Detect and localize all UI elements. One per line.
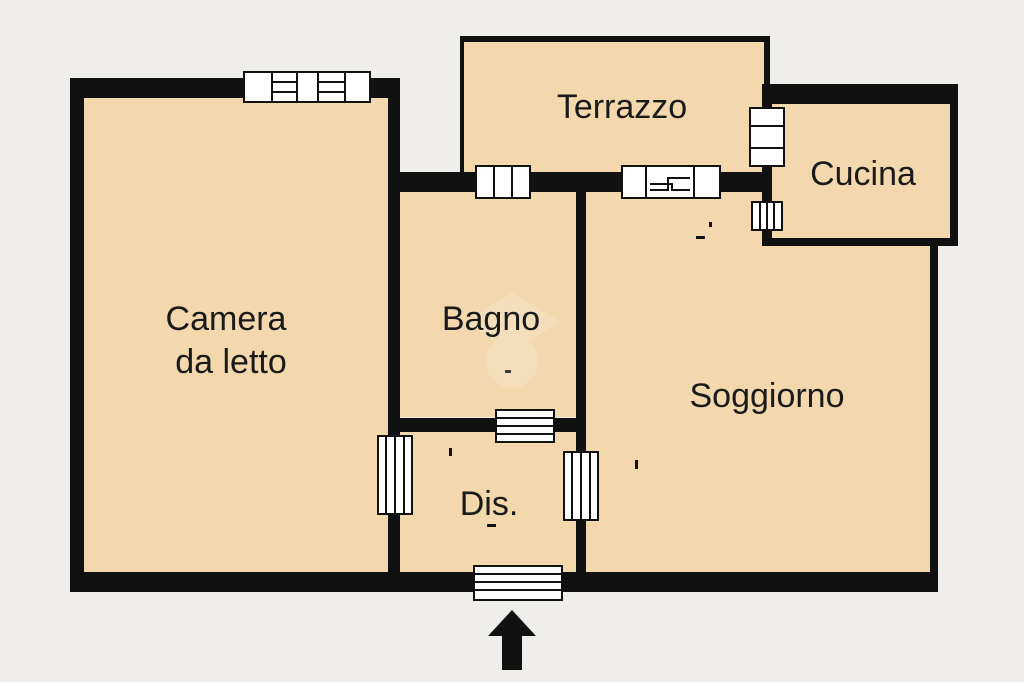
window-terrazzo-cucina xyxy=(749,107,785,167)
label-camera-line2: da letto xyxy=(175,343,287,381)
label-camera-line1: Camera xyxy=(166,300,287,338)
room-cucina xyxy=(772,104,950,238)
label-terrazzo: Terrazzo xyxy=(557,88,687,126)
door-entrance xyxy=(473,565,563,601)
wall-right xyxy=(930,238,938,592)
mark xyxy=(696,236,705,239)
wall-outer-left xyxy=(70,78,84,592)
mark xyxy=(449,448,452,456)
wall-terrazzo-top xyxy=(460,36,770,42)
door-bagno-terrazzo xyxy=(475,165,531,199)
room-camera-da-letto xyxy=(82,97,390,572)
arrow-up-icon xyxy=(488,610,536,670)
watermark-logo-icon xyxy=(464,292,560,388)
label-soggiorno: Soggiorno xyxy=(689,377,844,415)
mark xyxy=(709,222,712,227)
wall-cucina-left xyxy=(762,92,772,246)
wall-cucina-bottom xyxy=(762,238,958,246)
room-bagno xyxy=(400,192,576,417)
wall-terrazzo-right xyxy=(764,36,770,96)
label-cucina: Cucina xyxy=(810,155,916,193)
room-terrazzo xyxy=(464,42,764,172)
mark xyxy=(487,524,496,527)
wall-cucina-right xyxy=(950,84,958,246)
mark xyxy=(635,460,638,469)
door-camera-dis xyxy=(377,435,413,515)
window-camera-top xyxy=(243,71,371,103)
mark xyxy=(505,370,511,373)
small-marks xyxy=(449,222,712,527)
label-bagno: Bagno xyxy=(442,300,540,338)
door-dis-soggiorno xyxy=(563,451,599,521)
wall-terrazzo-left xyxy=(460,36,464,176)
door-soggiorno-terrazzo xyxy=(621,165,721,199)
wall-bagno-soggiorno xyxy=(576,182,586,582)
door-bagno-dis xyxy=(495,409,555,443)
room-dis xyxy=(400,432,576,572)
label-dis: Dis. xyxy=(460,485,519,523)
wall-cucina-top xyxy=(762,84,958,104)
openings xyxy=(243,71,785,601)
door-cucina-soggiorno xyxy=(751,201,783,231)
